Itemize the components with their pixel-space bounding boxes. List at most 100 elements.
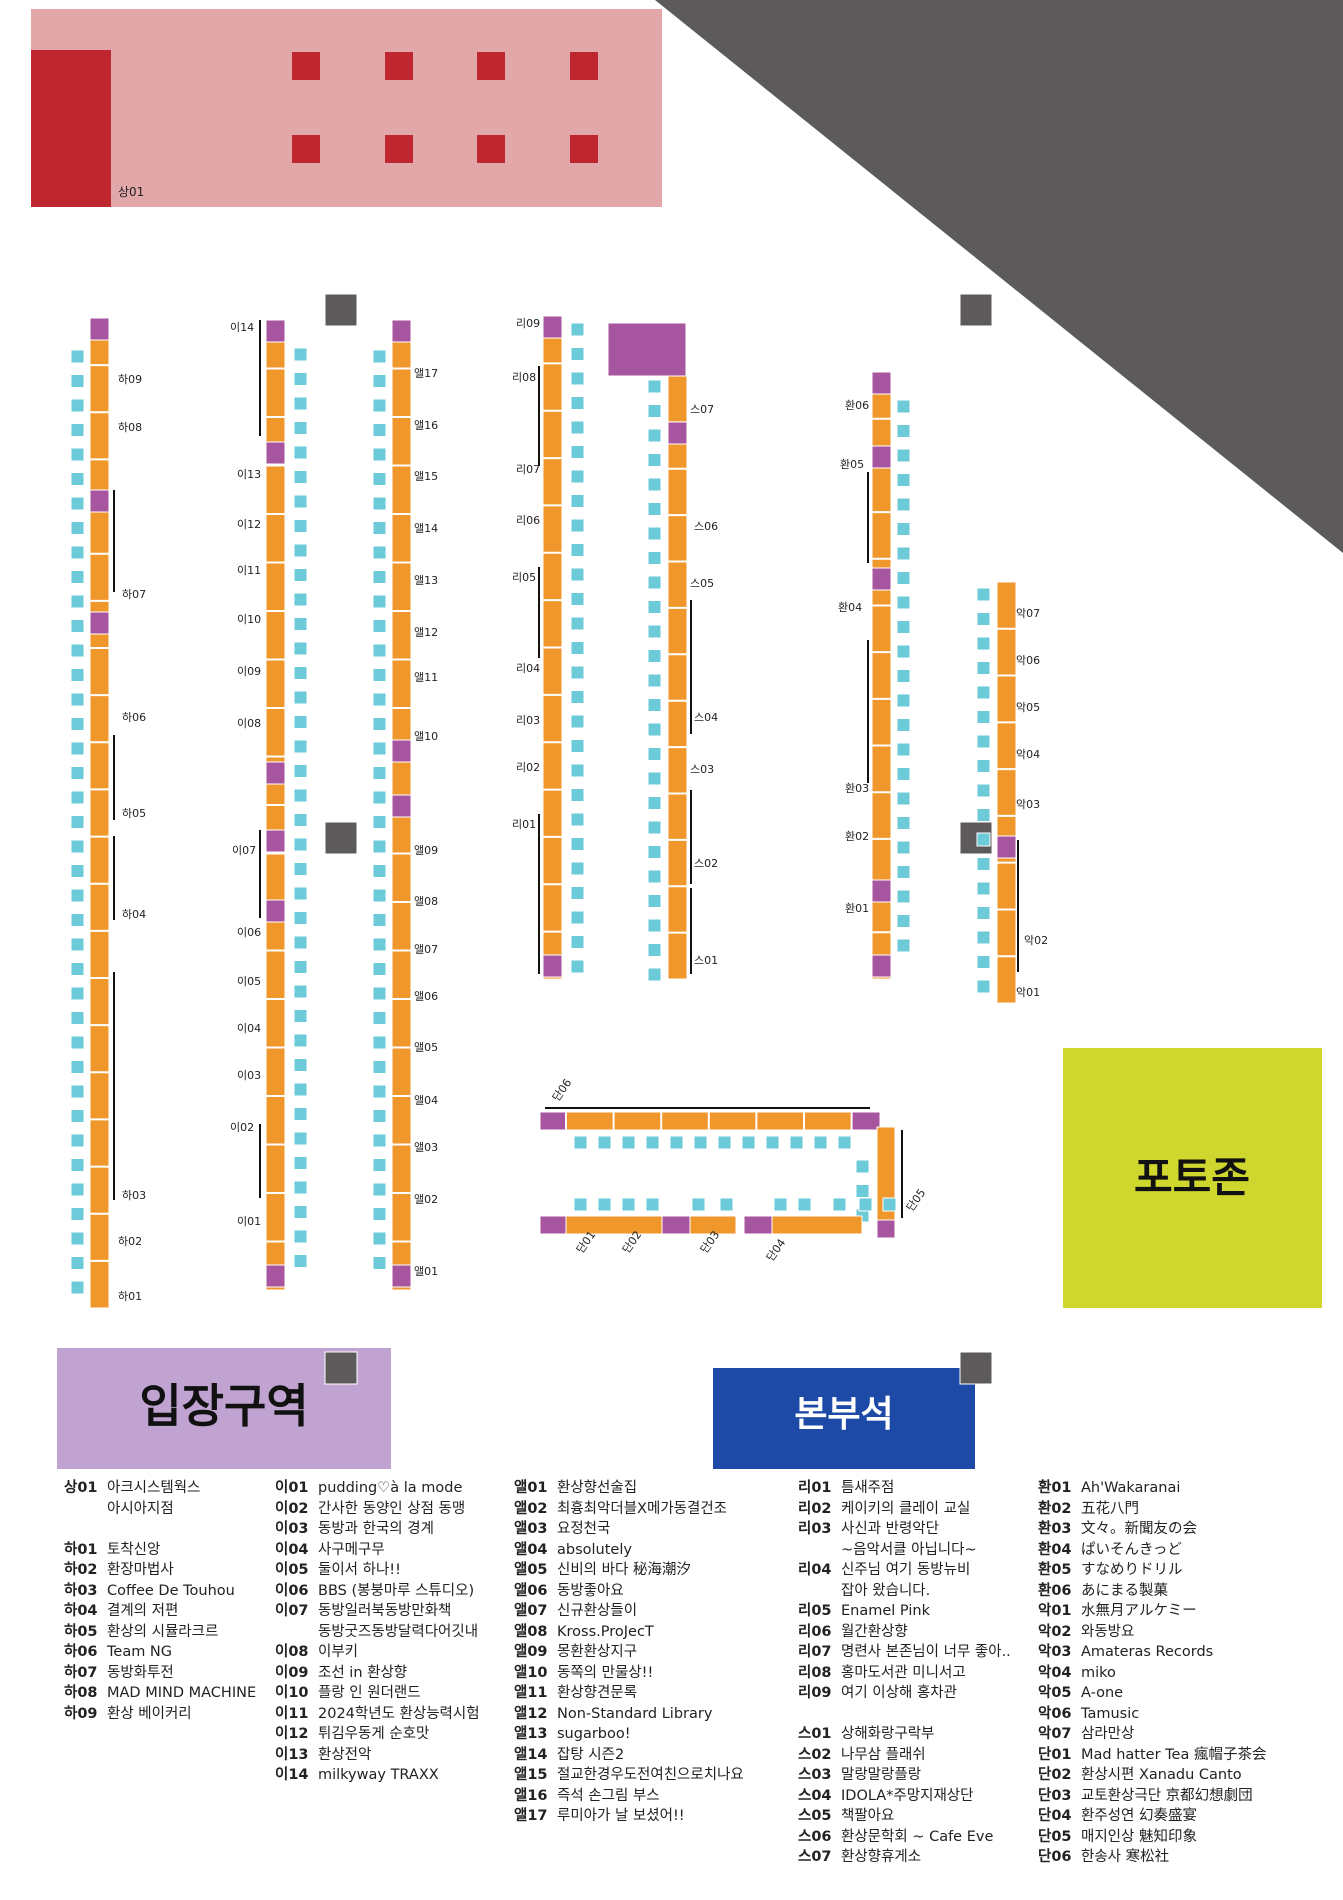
booth-label: 스07 <box>690 403 714 416</box>
booth-label: 리06 <box>516 514 540 527</box>
legend-code <box>64 1499 107 1520</box>
booth-row <box>689 1215 737 1235</box>
chair <box>372 374 387 388</box>
booth-label: 악05 <box>1016 701 1040 714</box>
chair <box>70 1280 85 1295</box>
chair <box>372 570 387 584</box>
legend-code: 리09 <box>798 1685 832 1701</box>
booth-label: 앨17 <box>414 367 438 380</box>
legend-code <box>275 1622 318 1643</box>
legend-circle-name: 교토환상극단 京都幻想劇団 <box>1081 1787 1253 1804</box>
chair <box>70 888 85 903</box>
chair <box>647 967 662 982</box>
legend-code: 하01 <box>64 1541 98 1558</box>
chair <box>70 1182 85 1197</box>
chair <box>70 717 85 731</box>
chair <box>293 1131 308 1146</box>
chair <box>293 1229 308 1244</box>
column-pillar <box>959 1351 993 1385</box>
legend-circle-name: Enamel Pink <box>841 1603 930 1619</box>
chair <box>691 1197 706 1212</box>
legend-row: 잡아 왔습니다. <box>798 1581 1011 1602</box>
chair <box>293 519 308 533</box>
photo-zone <box>1063 1048 1322 1308</box>
chair <box>976 734 991 749</box>
chair <box>70 864 85 878</box>
chair <box>621 1135 636 1150</box>
booth-label: 악01 <box>1016 986 1040 999</box>
booth-label: 리04 <box>516 662 540 675</box>
legend-code: 앨01 <box>514 1480 548 1496</box>
chair <box>976 857 991 871</box>
chair <box>896 669 911 683</box>
chair <box>645 1135 660 1150</box>
legend-circle-name: 환상 베이커리 <box>107 1705 192 1722</box>
chair <box>573 1135 588 1150</box>
legend-circle-name: 신비의 바다 秘海潮汐 <box>557 1562 691 1578</box>
chair <box>976 661 991 675</box>
chair <box>293 1180 308 1195</box>
chair <box>647 575 662 590</box>
booth-label: 앨01 <box>414 1265 438 1278</box>
legend-circle-name: 둘이서 하나!! <box>318 1562 401 1578</box>
legend-code: 앨08 <box>514 1623 548 1640</box>
booth-label: 악02 <box>1024 934 1048 947</box>
legend-code: 앨11 <box>514 1685 548 1701</box>
chair <box>976 832 991 847</box>
chair <box>70 1109 85 1123</box>
chair <box>896 889 911 904</box>
pillar <box>391 739 412 763</box>
booth-label: 하03 <box>122 1188 146 1202</box>
chair <box>570 518 585 533</box>
chair <box>70 815 85 829</box>
chair <box>976 930 991 945</box>
chair <box>976 955 991 969</box>
chair <box>647 918 662 933</box>
legend-circle-name: 환상문학회 ~ Cafe Eve <box>841 1828 994 1845</box>
chair <box>896 865 911 879</box>
legend-code: 이12 <box>275 1726 309 1742</box>
chair <box>832 1197 847 1212</box>
chair <box>372 741 387 756</box>
chair <box>293 813 308 827</box>
legend-code: 환06 <box>1038 1582 1072 1599</box>
legend-circle-name: 동방화투전 <box>107 1664 174 1681</box>
legend-circle-name: 환상전악 <box>318 1746 372 1763</box>
legend-circle-name: 환상향선술집 <box>557 1480 638 1496</box>
booth-label: 이06 <box>237 926 261 939</box>
chair <box>293 764 308 778</box>
booth-label: 스04 <box>694 711 718 724</box>
chair <box>765 1135 780 1150</box>
booth-label: 악03 <box>1016 798 1040 811</box>
chair <box>372 986 387 1001</box>
chair <box>647 526 662 541</box>
legend-code: 스06 <box>798 1828 832 1845</box>
legend-code: 스07 <box>798 1849 832 1865</box>
booth-label: 단05 <box>904 1187 928 1214</box>
legend-code: 악01 <box>1038 1603 1072 1619</box>
legend-circle-name: Mad hatter Tea 瘋帽子茶会 <box>1081 1746 1267 1763</box>
chair <box>647 845 662 859</box>
chair <box>70 839 85 854</box>
booth-label: 이14 <box>230 321 254 334</box>
legend-code: 악05 <box>1038 1685 1072 1701</box>
legend-circle-name: 틈새주점 <box>841 1480 895 1496</box>
legend-code: 단04 <box>1038 1808 1072 1824</box>
